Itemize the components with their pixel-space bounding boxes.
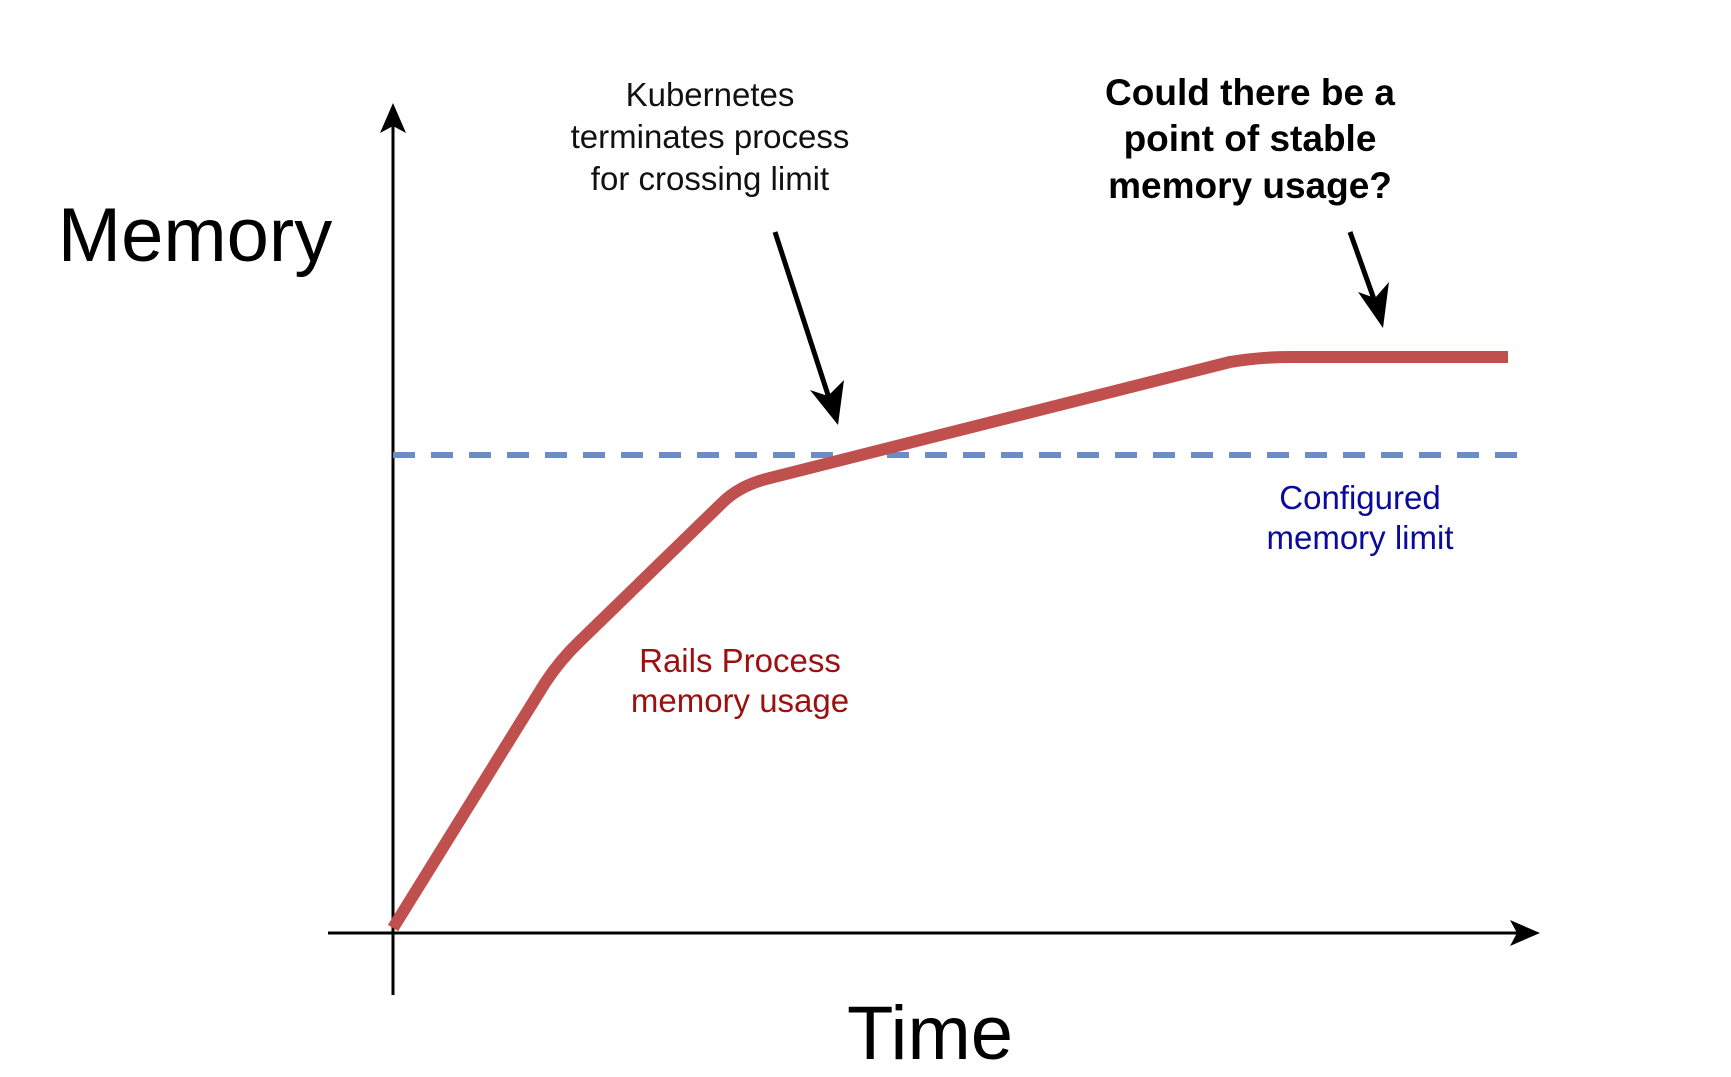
x-axis-label: Time bbox=[846, 991, 1014, 1076]
process-memory-label: Rails Process memory usage bbox=[630, 642, 850, 720]
kubernetes-annotation: Kubernetes terminates process for crossi… bbox=[570, 76, 850, 198]
y-axis-arrow-icon bbox=[380, 103, 406, 133]
y-axis bbox=[380, 103, 406, 995]
y-axis-label: Memory bbox=[57, 193, 333, 278]
memory-limit-label: Configured memory limit bbox=[1266, 479, 1454, 557]
arrow-head-icon bbox=[810, 380, 844, 425]
x-axis bbox=[328, 920, 1540, 946]
stable-memory-question: Could there be a point of stable memory … bbox=[1105, 72, 1395, 206]
stable-arrow bbox=[1347, 231, 1389, 328]
kubernetes-arrow bbox=[772, 231, 844, 425]
x-axis-arrow-icon bbox=[1510, 920, 1540, 946]
memory-usage-curve bbox=[387, 351, 1508, 932]
arrow-head-icon bbox=[1358, 282, 1389, 328]
